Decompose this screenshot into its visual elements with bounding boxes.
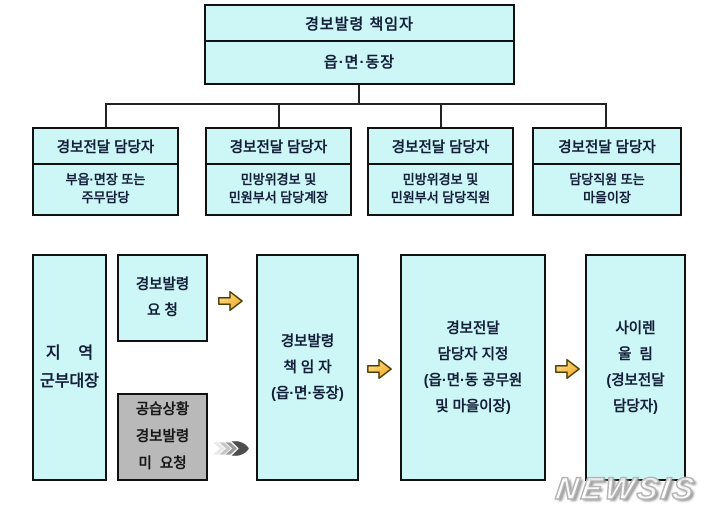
arrow-right-icon xyxy=(218,290,243,312)
branch-box-1: 경보전달 담당자 부읍·면장 또는 주무담당 xyxy=(32,127,179,216)
branch-title: 경보전달 담당자 xyxy=(207,129,350,165)
connector-drop-line-1 xyxy=(105,103,107,127)
fade-arrow-right-icon xyxy=(213,441,249,456)
arrow-right-icon xyxy=(555,358,580,380)
org-root-subtitle: 읍·면·동장 xyxy=(323,54,396,71)
branch-box-4: 경보전달 담당자 담당직원 또는 마을이장 xyxy=(532,127,682,216)
flow-issuer-box: 경보발령 책 임 자 (읍·면·동장) xyxy=(256,254,359,481)
connector-rail-line xyxy=(105,103,607,105)
flow-designate-box: 경보전달 담당자 지정 (읍·면·동 공무원 및 마을이장) xyxy=(400,254,546,481)
branch-detail: 민방위경보 및 민원부서 담당계장 xyxy=(228,171,329,205)
flow-source-box: 지 역 군부대장 xyxy=(32,254,107,481)
connector-stem-line xyxy=(358,85,360,104)
branch-detail: 담당직원 또는 마을이장 xyxy=(569,171,645,205)
org-root-box: 경보발령 책임자 읍·면·동장 xyxy=(204,4,515,85)
branch-title: 경보전달 담당자 xyxy=(534,129,680,165)
branch-title: 경보전달 담당자 xyxy=(369,129,512,165)
newsis-watermark: NEWSIS xyxy=(553,470,700,507)
connector-drop-line-2 xyxy=(278,103,280,127)
branch-box-3: 경보전달 담당자 민방위경보 및 민원부서 담당직원 xyxy=(367,127,514,216)
branch-title: 경보전달 담당자 xyxy=(34,129,177,165)
arrow-right-icon xyxy=(367,358,392,380)
connector-drop-line-4 xyxy=(605,103,607,127)
branch-detail: 부읍·면장 또는 주무담당 xyxy=(65,171,146,205)
flow-request-box: 경보발령 요 청 xyxy=(117,254,208,342)
flow-siren-box: 사이렌 울 림 (경보전달 담당자) xyxy=(585,254,686,481)
branch-box-2: 경보전달 담당자 민방위경보 및 민원부서 담당계장 xyxy=(205,127,352,216)
org-root-title: 경보발령 책임자 xyxy=(206,6,513,42)
branch-detail: 민방위경보 및 민원부서 담당직원 xyxy=(390,171,491,205)
flow-no-request-box: 공습상황 경보발령 미 요청 xyxy=(117,393,208,481)
connector-drop-line-3 xyxy=(440,103,442,127)
